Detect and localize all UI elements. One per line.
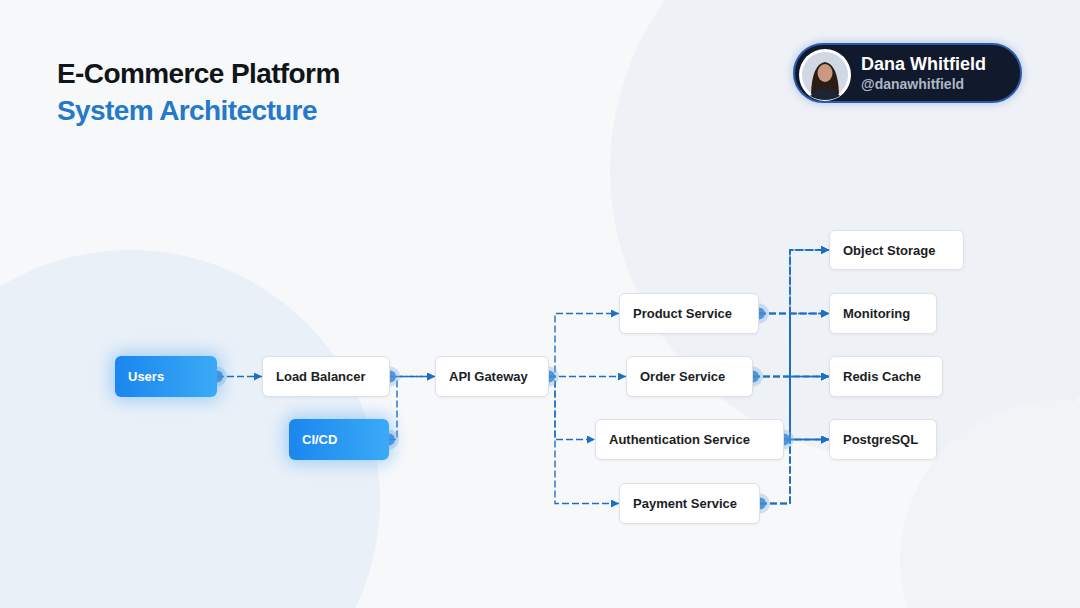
connector-arrow [389, 377, 435, 440]
connector-arrow [784, 377, 829, 440]
storage-box: Object Storage [829, 230, 964, 270]
connector-arrow [549, 314, 619, 377]
node-label: API Gateway [449, 369, 528, 384]
profile-handle: @danawhitfield [861, 75, 964, 93]
diagram-title: E-Commerce Platform [57, 58, 340, 90]
node-label: Redis Cache [843, 369, 921, 384]
connector-arrow [549, 376, 626, 377]
connector-arrow [759, 250, 829, 314]
service-box: Payment Service [619, 483, 760, 524]
storage-box: Redis Cache [829, 356, 943, 397]
pipeline-box: CI/CD [289, 419, 389, 460]
node-label: Product Service [633, 306, 732, 321]
node-label: Load Balancer [276, 369, 366, 384]
connector-arrow [760, 314, 829, 504]
connector-arrow [784, 250, 829, 440]
service-box: Authentication Service [595, 419, 784, 460]
avatar-body [810, 88, 840, 100]
node-label: Authentication Service [609, 432, 750, 447]
avatar-ring [799, 49, 851, 101]
client-box: Users [115, 356, 217, 397]
connector-arrow [549, 377, 595, 440]
node-label: Order Service [640, 369, 725, 384]
gateway-box: API Gateway [435, 356, 549, 397]
profile-name: Dana Whitfield [861, 53, 986, 75]
storage-box: PostgreSQL [829, 419, 937, 460]
node-label: CI/CD [302, 432, 337, 447]
node-label: Object Storage [843, 243, 935, 258]
node-label: Payment Service [633, 496, 737, 511]
background-circle [610, 0, 1080, 460]
avatar-face [818, 64, 833, 82]
connector-arrow [760, 250, 829, 504]
service-box: Order Service [626, 356, 753, 397]
storage-box: Monitoring [829, 293, 937, 334]
diagram-subtitle: System Architecture [57, 95, 317, 127]
profile-badge: Dana Whitfield@danawhitfield [793, 43, 1022, 103]
process-box: Load Balancer [262, 356, 390, 397]
connector-arrow [753, 314, 829, 377]
node-label: PostgreSQL [843, 432, 918, 447]
node-label: Users [128, 369, 164, 384]
avatar-illustration [798, 48, 852, 102]
service-box: Product Service [619, 293, 759, 334]
connector-arrow [759, 314, 829, 377]
node-label: Monitoring [843, 306, 910, 321]
